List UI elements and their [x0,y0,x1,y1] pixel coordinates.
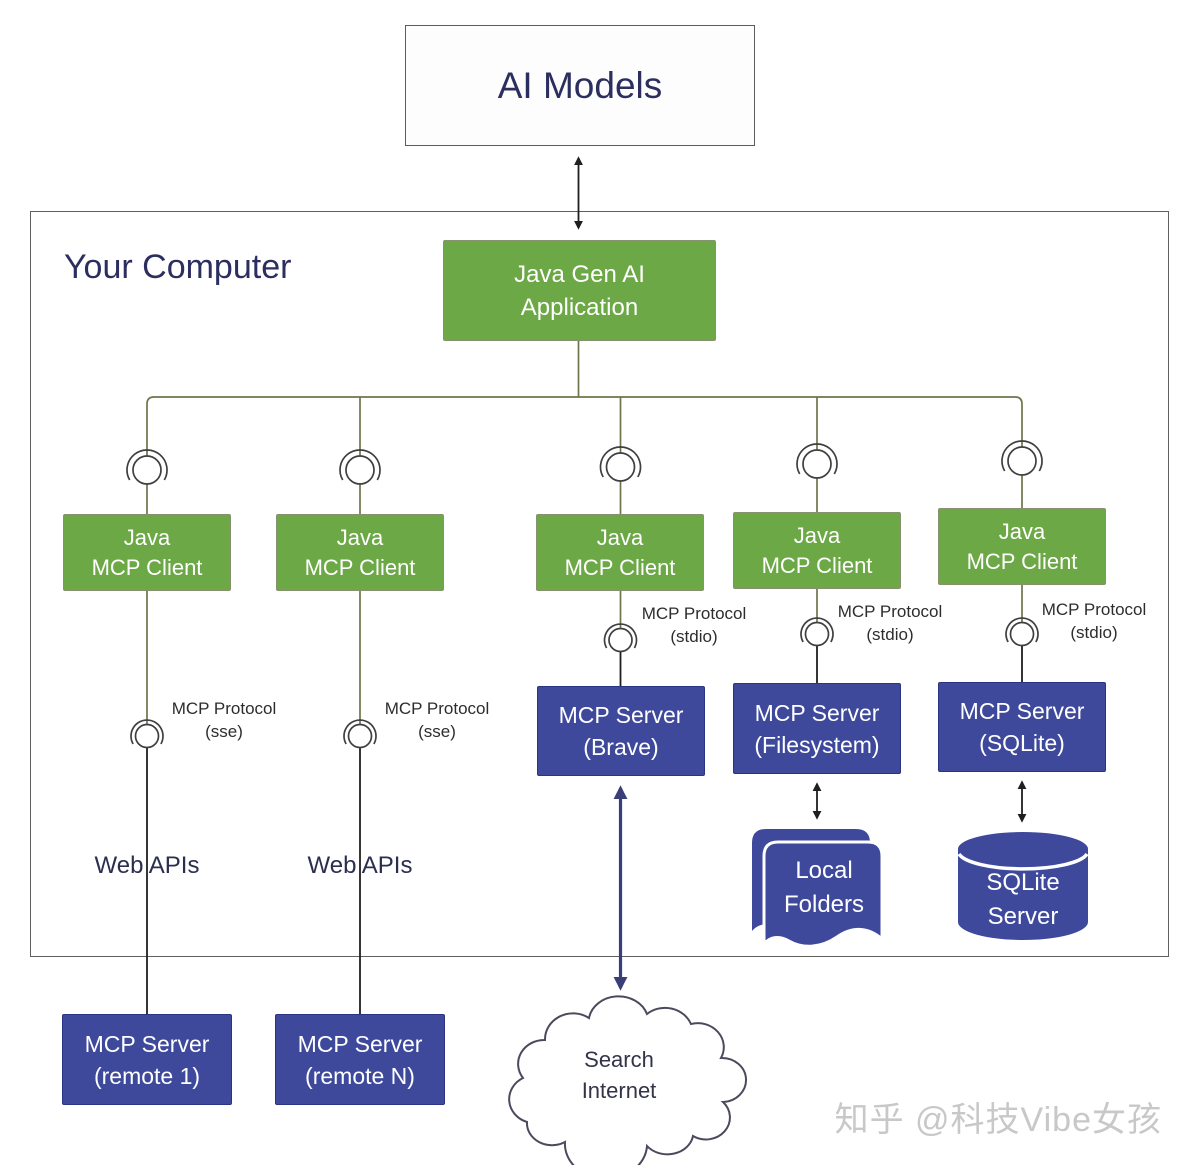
protocol2-line2: (sse) [418,722,456,741]
client2-line1: Java [336,524,384,550]
search-internet-cloud [508,995,747,1165]
sqlite-db-line2: Server [987,903,1059,930]
app-label-line2: Application [520,293,639,321]
your-computer-frame [30,211,1169,957]
mcp-server-remoteN-box: MCP Server (remote N) [275,1014,445,1105]
mcp-protocol-label-5: MCP Protocol (stdio) [1036,598,1152,644]
mcp-connector-icon-small-1 [130,719,164,749]
protocol1-line1: MCP Protocol [171,699,277,718]
client2-line2: MCP Client [304,554,416,580]
local-folders-shape [752,829,884,949]
java-mcp-client-box-4: Java MCP Client [733,512,901,589]
brave-line2: (Brave) [583,734,659,760]
mcp-connector-icon-small-4 [800,617,834,647]
cloud-line2: Internet [581,1078,657,1103]
mcp-protocol-label-1: MCP Protocol (sse) [166,697,282,743]
folder-front [762,840,884,949]
client1-line1: Java [123,524,171,550]
database-cylinder-icon [957,832,1089,940]
mcp-connector-icon-large-5 [1001,440,1043,476]
filesystem-line2: (Filesystem) [754,731,880,758]
mcp-connector-icons-large [126,440,1043,485]
sqlite-line2: (SQLite) [979,730,1065,756]
protocol3-line2: (stdio) [670,627,718,646]
remoteN-line2: (remote N) [305,1062,415,1089]
java-mcp-client-box-5: Java MCP Client [938,508,1106,585]
java-mcp-client-box-3: Java MCP Client [536,514,704,591]
protocol2-line1: MCP Protocol [384,699,490,718]
cylinder-top-highlight [957,852,1089,871]
mcp-connector-icon-large-3 [599,446,642,482]
protocol3-line1: MCP Protocol [641,604,747,623]
mcp-connector-icon-large-4 [796,443,838,479]
protocol4-line2: (stdio) [866,625,914,644]
mcp-connector-icon-small-3 [603,623,638,653]
mcp-protocol-label-4: MCP Protocol (stdio) [832,600,948,646]
sqlite-db-line1: SQLite [986,869,1060,896]
search-internet-label: Search Internet [544,1044,694,1106]
mcp-connector-icon-large-1 [126,449,168,485]
protocol1-line2: (sse) [205,722,243,741]
mcp-server-sqlite-box: MCP Server (SQLite) [938,682,1106,772]
web-apis-label-2: Web APIs [307,852,413,879]
client5-line1: Java [998,518,1046,544]
cloud-line1: Search [584,1047,654,1072]
cylinder-top [958,832,1088,866]
watermark: 知乎 @科技Vibe女孩 [834,1101,1162,1139]
mcp-protocol-label-2: MCP Protocol (sse) [379,697,495,743]
client1-line2: MCP Client [91,554,203,580]
protocol4-line1: MCP Protocol [837,602,943,621]
app-label-line1: Java Gen AI [514,260,645,288]
mcp-server-filesystem-box: MCP Server (Filesystem) [733,683,901,774]
protocol5-line1: MCP Protocol [1041,600,1147,619]
ai-models-box: AI Models [405,25,755,146]
mcp-connector-icon-small-5 [1005,617,1039,647]
web-apis-label-1: Web APIs [94,852,200,879]
remoteN-line1: MCP Server [297,1030,423,1057]
client4-line1: Java [793,522,841,548]
java-mcp-client-box-1: Java MCP Client [63,514,231,591]
filesystem-line1: MCP Server [754,699,880,726]
client3-line2: MCP Client [564,554,676,580]
mcp-connector-icons-small [130,617,1039,749]
java-mcp-client-box-2: Java MCP Client [276,514,444,591]
protocol5-line2: (stdio) [1070,623,1118,642]
java-gen-ai-app-box: Java Gen AI Application [443,240,716,341]
cylinder-body [958,849,1088,940]
brave-line1: MCP Server [558,702,684,728]
mcp-protocol-label-3: MCP Protocol (stdio) [636,602,752,648]
mcp-connector-icon-large-2 [339,449,381,485]
sqlite-server-label: SQLite Server [958,866,1088,934]
client3-line1: Java [596,524,644,550]
mcp-connector-icon-small-2 [343,719,377,749]
folders-line1: Local [795,857,853,884]
remote1-line1: MCP Server [84,1030,210,1057]
folders-line2: Folders [783,891,865,918]
your-computer-label: Your Computer [64,248,292,286]
remote1-line2: (remote 1) [93,1062,201,1089]
connector-bus-line [146,396,1023,514]
client4-line2: MCP Client [761,552,873,578]
client5-line2: MCP Client [966,548,1078,574]
mcp-server-remote1-box: MCP Server (remote 1) [62,1014,232,1105]
local-folders-label: Local Folders [766,854,882,922]
sqlite-line1: MCP Server [959,698,1085,724]
mcp-server-brave-box: MCP Server (Brave) [537,686,705,776]
ai-models-label: AI Models [497,64,663,106]
